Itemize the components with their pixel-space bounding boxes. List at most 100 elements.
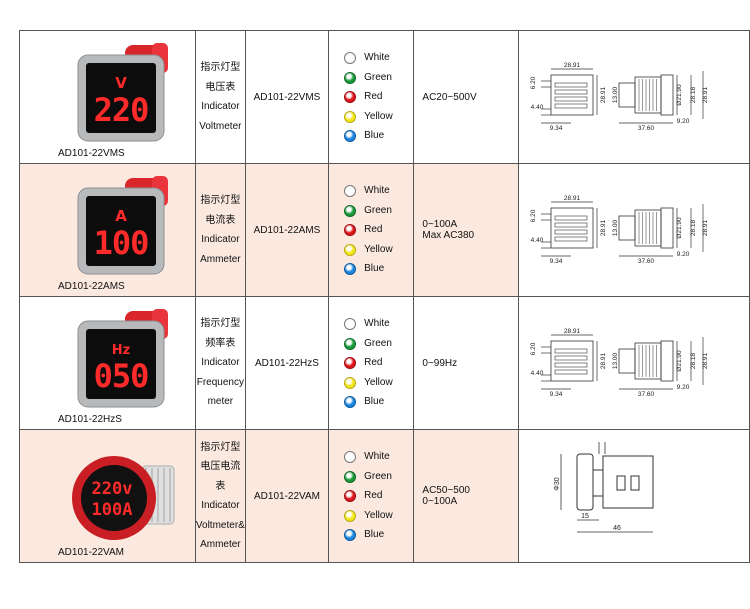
type-line: 电压表 xyxy=(205,81,236,93)
color-label: White xyxy=(364,451,390,463)
dim-left1: 6.20 xyxy=(530,342,537,355)
color-label: Blue xyxy=(364,263,385,275)
color-option: Blue xyxy=(344,392,413,412)
led-color-icon xyxy=(344,52,357,64)
color-label: Red xyxy=(364,357,383,369)
model-cell: AD101-22VMS xyxy=(244,30,330,164)
color-label: Yellow xyxy=(364,509,393,521)
color-option: Yellow xyxy=(344,107,413,127)
led-color-icon xyxy=(344,243,357,256)
dim-bottom-right: 37.60 xyxy=(638,391,655,398)
range-line: 0~100A xyxy=(422,219,458,230)
color-label: Green xyxy=(364,204,392,216)
dim-bottom-right: 37.60 xyxy=(638,258,655,265)
led-color-icon xyxy=(344,185,357,197)
dim-r1: 28.18 xyxy=(690,219,697,236)
color-option: Blue xyxy=(344,525,413,545)
led-color-icon xyxy=(344,357,357,369)
type-line: Ammeter xyxy=(200,539,241,550)
model-cell: AD101-22AMS xyxy=(244,163,330,297)
color-option: Green xyxy=(344,467,413,487)
type-line: 电压电流 xyxy=(200,461,241,472)
color-label: Blue xyxy=(364,396,385,408)
dim-br: 9.20 xyxy=(677,118,690,125)
dim-top: 28.91 xyxy=(564,62,581,69)
unit-text: Hz xyxy=(112,343,130,358)
type-line: Ammeter xyxy=(200,253,241,265)
type-line: Frequency xyxy=(196,376,244,388)
type-line: 指示灯型 xyxy=(200,195,241,206)
dim-side: 28.91 xyxy=(600,86,607,103)
color-label: White xyxy=(364,185,390,197)
color-label: Green xyxy=(364,470,392,482)
model-cell: AD101-22HzS xyxy=(244,296,330,430)
product-caption: AD101-22HzS xyxy=(58,414,122,425)
color-option: Red xyxy=(344,87,413,107)
model-name: AD101-22AMS xyxy=(253,224,321,236)
color-label: White xyxy=(364,52,390,64)
type-line: 指示灯型 xyxy=(200,441,241,453)
type-line: Indicator xyxy=(201,357,240,369)
color-label: Blue xyxy=(364,130,385,142)
dim-dia: Ø21.90 xyxy=(676,350,683,372)
color-label: Blue xyxy=(364,529,385,541)
type-line: 频率表 xyxy=(205,337,236,349)
led-color-icon xyxy=(344,318,357,330)
dim-bottom-left: 9.34 xyxy=(550,258,563,265)
dim-left2: 4.40 xyxy=(531,370,544,377)
led-color-icon xyxy=(344,470,357,483)
led-color-icon xyxy=(344,110,357,123)
dim-r1: 28.18 xyxy=(690,86,697,103)
digits-text: 050 xyxy=(94,357,149,395)
digits-text: 100 xyxy=(94,224,149,262)
type-line: Indicator xyxy=(201,234,240,245)
color-option: White xyxy=(344,447,413,467)
dim-top: 28.91 xyxy=(564,328,581,335)
color-option: White xyxy=(344,314,413,334)
color-option: Yellow xyxy=(344,373,413,393)
dim-side: 28.91 xyxy=(600,219,607,236)
color-label: Green xyxy=(364,337,392,349)
range-cell: 0~99Hz xyxy=(413,296,519,430)
dim-small: 15 xyxy=(581,513,589,520)
dim-dia: Ø21.90 xyxy=(676,84,683,106)
range-line: AC50~500 xyxy=(422,485,470,496)
dim-left1: 6.20 xyxy=(530,76,537,89)
type-line: Voltmeter& xyxy=(195,519,245,531)
dim-left2: 4.40 xyxy=(531,104,544,111)
dim-left1: 6.20 xyxy=(530,209,537,222)
model-name: AD101-22VMS xyxy=(253,91,321,103)
range-line: 0~99Hz xyxy=(422,357,458,369)
type-line: 电流表 xyxy=(205,214,236,226)
digits-text: 220 xyxy=(94,91,149,129)
color-option: Blue xyxy=(344,126,413,146)
product-caption: AD101-22VAM xyxy=(58,547,124,558)
led-color-icon xyxy=(344,91,357,103)
unit-text: V xyxy=(115,74,127,92)
led-color-icon xyxy=(344,263,357,275)
dim-bottom-right: 37.60 xyxy=(638,125,655,132)
type-line: Indicator xyxy=(201,500,240,511)
type-line: 表 xyxy=(215,480,226,492)
color-label: Red xyxy=(364,490,383,502)
